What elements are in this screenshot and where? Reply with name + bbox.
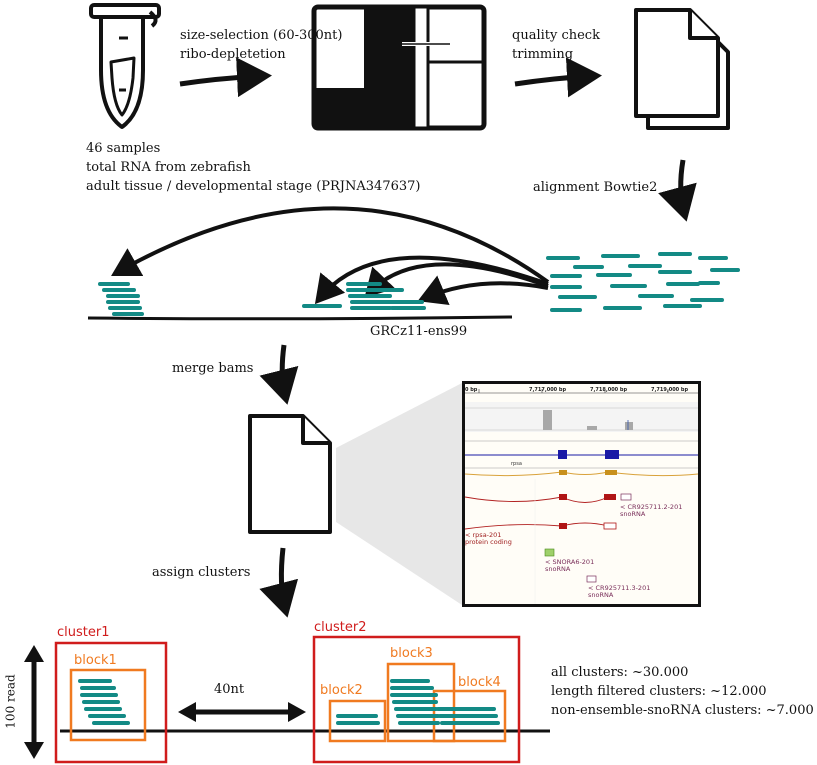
block1-label: block1 [74, 653, 117, 668]
igv-feature-cr925711-2-type: snoRNA [620, 510, 646, 518]
igv-feature-rpsa-type: protein coding [465, 538, 512, 546]
igv-tick-2: 7,718,000 bp [590, 387, 628, 393]
unaligned-reads [546, 252, 740, 312]
quality-check-text: quality check [512, 28, 600, 43]
genome-browser-panel: 0 bp 7,717,000 bp 7,718,000 bp 7,719,000… [462, 381, 701, 607]
size-selection-text: size-selection (60-300nt) [180, 28, 343, 43]
merged-bam-file-icon [248, 414, 332, 534]
alignment-label: alignment Bowtie2 [533, 180, 658, 195]
cluster1-label: cluster1 [57, 625, 110, 640]
block2-box [328, 699, 387, 743]
aligned-reads [98, 282, 426, 316]
cluster1-box [54, 641, 168, 764]
sample-tube-icon [89, 3, 161, 129]
trimming-text: trimming [512, 47, 574, 62]
igv-feature-cr925711-2: < CR925711.2-201 snoRNA [620, 504, 682, 518]
arrow-to-gel [179, 57, 272, 98]
samples-description: 46 samples total RNA from zebrafish adul… [86, 139, 420, 196]
assign-clusters-label: assign clusters [152, 565, 251, 580]
igv-tracks [465, 389, 698, 604]
arrow-to-files [514, 57, 602, 98]
samples-source-text: total RNA from zebrafish [86, 160, 251, 175]
gap-40nt-label: 40nt [214, 682, 245, 697]
igv-tick-0: 0 bp [465, 387, 478, 393]
mapping-arrows [111, 206, 550, 306]
igv-feature-cr925711-3: < CR925711.3-201 snoRNA [588, 585, 650, 599]
igv-feature-snora6-type: snoRNA [545, 565, 571, 573]
igv-feature-cr925711-3-type: snoRNA [588, 591, 614, 599]
stats-length-filtered: length filtered clusters: ~12.000 [551, 684, 767, 699]
cluster-reads [78, 679, 500, 725]
qc-label: quality check trimming [512, 26, 600, 64]
size-selection-label: size-selection (60-300nt) ribo-depleteti… [180, 26, 342, 64]
block4-label: block4 [458, 675, 501, 690]
cluster2-label: cluster2 [314, 620, 367, 635]
igv-feature-cr925711-3-name: < CR925711.3-201 [588, 584, 651, 592]
block3-box [386, 662, 456, 743]
stats-non-ensembl-snorna: non-ensemble-snoRNA clusters: ~7.000 [551, 703, 814, 718]
merge-bams-label: merge bams [172, 361, 254, 376]
gel-instrument-icon [311, 4, 487, 131]
igv-feature-rpsa-name: < rpsa-201 [465, 531, 502, 539]
read-axis-label: 100 read [3, 674, 18, 729]
igv-gene-label: rpsa [511, 461, 522, 467]
igv-tick-3: 7,719,000 bp [651, 387, 689, 393]
arrow-merge [259, 344, 299, 405]
arrow-assign [259, 547, 299, 618]
igv-feature-cr925711-2-name: < CR925711.2-201 [620, 503, 683, 511]
genome-line [87, 315, 513, 321]
stats-all-clusters: all clusters: ~30.000 [551, 665, 689, 680]
block1-box [69, 668, 147, 742]
zoom-cone [336, 383, 462, 605]
cluster-stats: all clusters: ~30.000 length filtered cl… [551, 663, 814, 720]
genome-label: GRCz11-ens99 [370, 324, 468, 339]
igv-feature-rpsa: < rpsa-201 protein coding [465, 532, 512, 546]
arrow-alignment [658, 159, 697, 222]
cluster2-box [312, 635, 521, 764]
igv-tick-1: 7,717,000 bp [529, 387, 567, 393]
samples-tissue-text: adult tissue / developmental stage (PRJN… [86, 179, 421, 194]
fastq-files-icon [634, 8, 730, 130]
block3-label: block3 [390, 646, 433, 661]
ribo-depletion-text: ribo-depletetion [180, 47, 286, 62]
igv-feature-snora6-name: < SNORA6-201 [545, 558, 595, 566]
block2-label: block2 [320, 683, 363, 698]
samples-count-text: 46 samples [86, 141, 161, 156]
igv-feature-snora6: < SNORA6-201 snoRNA [545, 559, 594, 573]
